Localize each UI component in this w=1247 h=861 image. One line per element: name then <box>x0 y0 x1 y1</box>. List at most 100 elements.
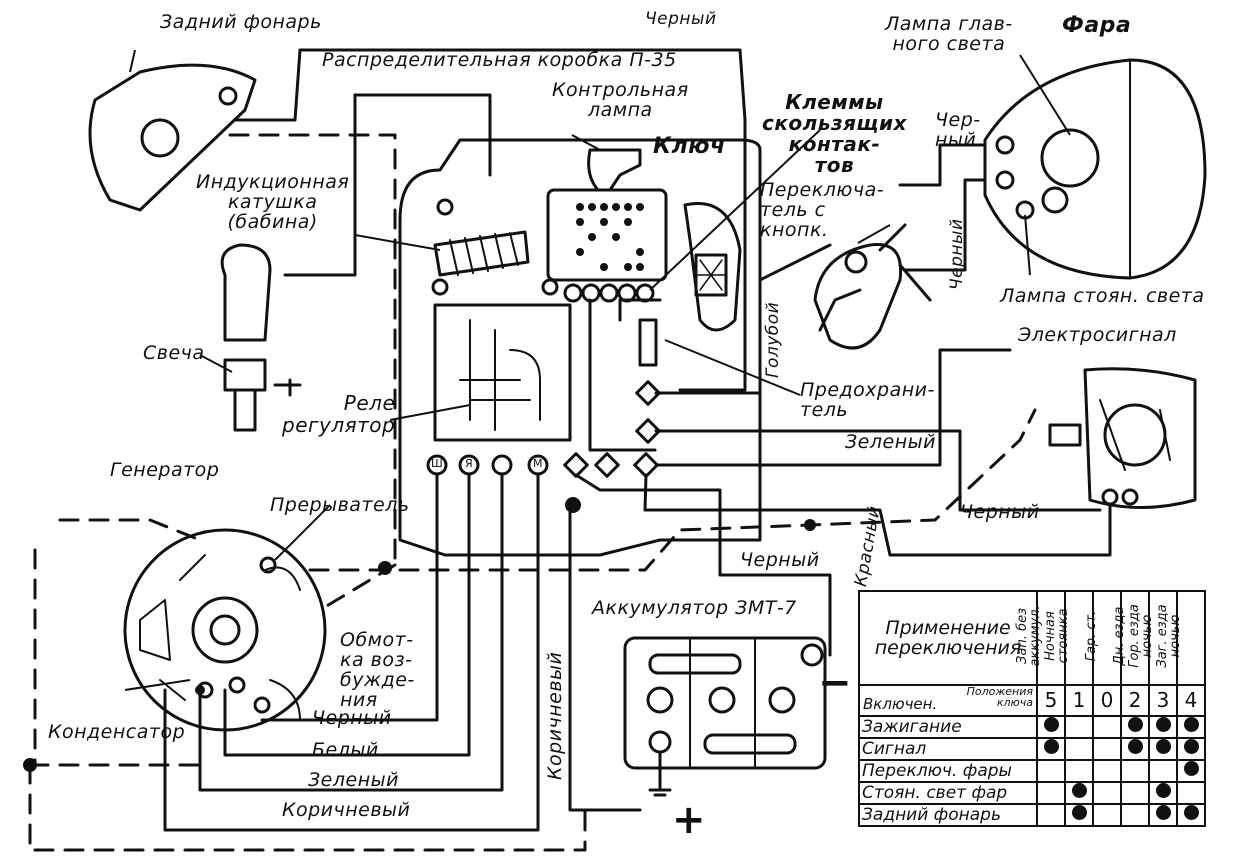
table-position: 5 <box>1036 684 1066 717</box>
label-blue: Голубой <box>763 301 783 378</box>
label-black-headlight: Чер- ный <box>935 109 981 151</box>
label-ignition-coil: Индукционная катушка (бабина) <box>196 171 350 233</box>
table-cell <box>1036 802 1066 828</box>
table-cell <box>1120 714 1150 739</box>
table-switched-label: Включен. <box>863 694 938 713</box>
rear-light-housing <box>88 63 257 212</box>
label-field-winding: Обмот- ка воз- бужде- ния <box>340 629 415 711</box>
label-black-vertical: Черный <box>947 218 967 291</box>
label-sliding-contacts: Клеммы скользящих контак- тов <box>762 90 907 177</box>
label-brown-vertical: Коричневый <box>544 651 566 780</box>
table-cell <box>1064 736 1094 761</box>
table-row: Переключ. фары <box>858 758 1206 783</box>
table-mark-dot <box>1043 716 1059 732</box>
table-cell <box>1148 714 1178 739</box>
table-positions-cell: Положения ключа Включен. <box>858 684 1038 717</box>
table-row: Стоян. свет фар <box>858 780 1206 805</box>
table-cell <box>1064 802 1094 828</box>
table-mark-dot <box>1071 804 1087 820</box>
table-position: 4 <box>1176 684 1206 717</box>
table-mark-dot <box>1127 716 1143 732</box>
table-mark-dot <box>1183 760 1199 776</box>
label-spark-plug: Свеча <box>143 342 205 364</box>
label-terminal-sh: Ш <box>431 457 444 470</box>
table-cell <box>1064 758 1094 783</box>
table-cell <box>1176 736 1206 761</box>
table-cell <box>1148 758 1178 783</box>
table-mark-dot <box>1155 782 1171 798</box>
table-row: Задний фонарь <box>858 802 1206 828</box>
table-cell <box>1148 802 1178 828</box>
table-position: 3 <box>1148 684 1178 717</box>
table-cell <box>1092 780 1122 805</box>
label-green-right: Зеленый <box>845 431 936 453</box>
table-col-header: Заг. езда ночью <box>1155 589 1206 687</box>
table-cell <box>1036 758 1066 783</box>
table-cell <box>1092 736 1122 761</box>
label-main-lamp: Лампа глав- ного света <box>885 13 1013 55</box>
table-cell <box>1064 780 1094 805</box>
spark-plug <box>220 243 272 342</box>
label-black-mid: Черный <box>740 549 820 571</box>
label-fuse: Предохрани- тель <box>800 379 935 421</box>
label-switch-button: Переключа- тель с кнопк. <box>760 179 885 241</box>
table-cell <box>1120 802 1150 828</box>
table-mark-dot <box>1183 738 1199 754</box>
table-cell <box>1176 780 1206 805</box>
table-mark-dot <box>1155 804 1171 820</box>
table-position: 1 <box>1064 684 1094 717</box>
battery-plus-sign: + <box>672 797 706 843</box>
generator-rotor <box>191 596 259 664</box>
label-terminal-ya: Я <box>465 457 474 470</box>
table-row-label: Переключ. фары <box>858 758 1038 783</box>
table-cell <box>1120 780 1150 805</box>
table-cell <box>1120 736 1150 761</box>
label-junction-box: Распределительная коробка П-35 <box>322 49 677 71</box>
table-mark-dot <box>1127 738 1143 754</box>
table-col-header: Зап. без аккумул. <box>1015 589 1066 687</box>
horn <box>1083 367 1197 509</box>
label-generator: Генератор <box>110 459 220 481</box>
table-col-header: Дн. езда <box>1112 589 1150 687</box>
label-relay: Реле регулятор <box>282 391 396 437</box>
label-control-lamp: Контрольная лампа <box>552 79 689 121</box>
label-battery: Аккумулятор ЗМТ-7 <box>592 597 797 619</box>
table-position: 0 <box>1092 684 1122 717</box>
table-cell <box>1092 802 1122 828</box>
table-cell <box>1176 802 1206 828</box>
battery <box>623 636 827 770</box>
table-cell <box>1092 714 1122 739</box>
table-cell <box>1036 714 1066 739</box>
table-mark-dot <box>1155 716 1171 732</box>
table-mark-dot <box>1071 782 1087 798</box>
table-cell <box>1148 736 1178 761</box>
terminal-row <box>541 278 655 303</box>
table-col-header: Гор. езда ночью <box>1127 589 1178 687</box>
rear-light-terminal <box>218 86 238 106</box>
headlight-bulb <box>1040 128 1100 188</box>
label-key: Ключ <box>653 134 726 159</box>
control-lamp <box>587 148 642 192</box>
battery-minus-sign: − <box>818 660 852 706</box>
relay-regulator <box>433 303 572 442</box>
switch-table: Применение переключения Зап. без аккумул… <box>858 589 1206 828</box>
label-white: Белый <box>312 739 379 761</box>
headlight-body <box>983 58 1207 280</box>
label-breaker: Прерыватель <box>270 494 410 516</box>
table-col-header: Гар. ст. <box>1084 589 1122 687</box>
ignition-key <box>683 202 742 332</box>
table-row-label: Сигнал <box>858 736 1038 761</box>
table-mark-dot <box>1043 738 1059 754</box>
rear-light-bulb <box>140 118 180 158</box>
label-rear-light: Задний фонарь <box>160 11 322 33</box>
table-mark-dot <box>1183 804 1199 820</box>
label-horn: Электросигнал <box>1018 324 1177 346</box>
label-terminal-m: М <box>533 457 543 470</box>
label-black-top: Черный <box>645 9 717 29</box>
table-mark-dot <box>1155 738 1171 754</box>
label-green-bottom: Зеленый <box>308 769 399 791</box>
label-headlight: Фара <box>1062 13 1132 38</box>
table-col-header: Ночная стоянка <box>1043 589 1094 687</box>
label-parking-lamp: Лампа стоян. света <box>1000 285 1205 307</box>
